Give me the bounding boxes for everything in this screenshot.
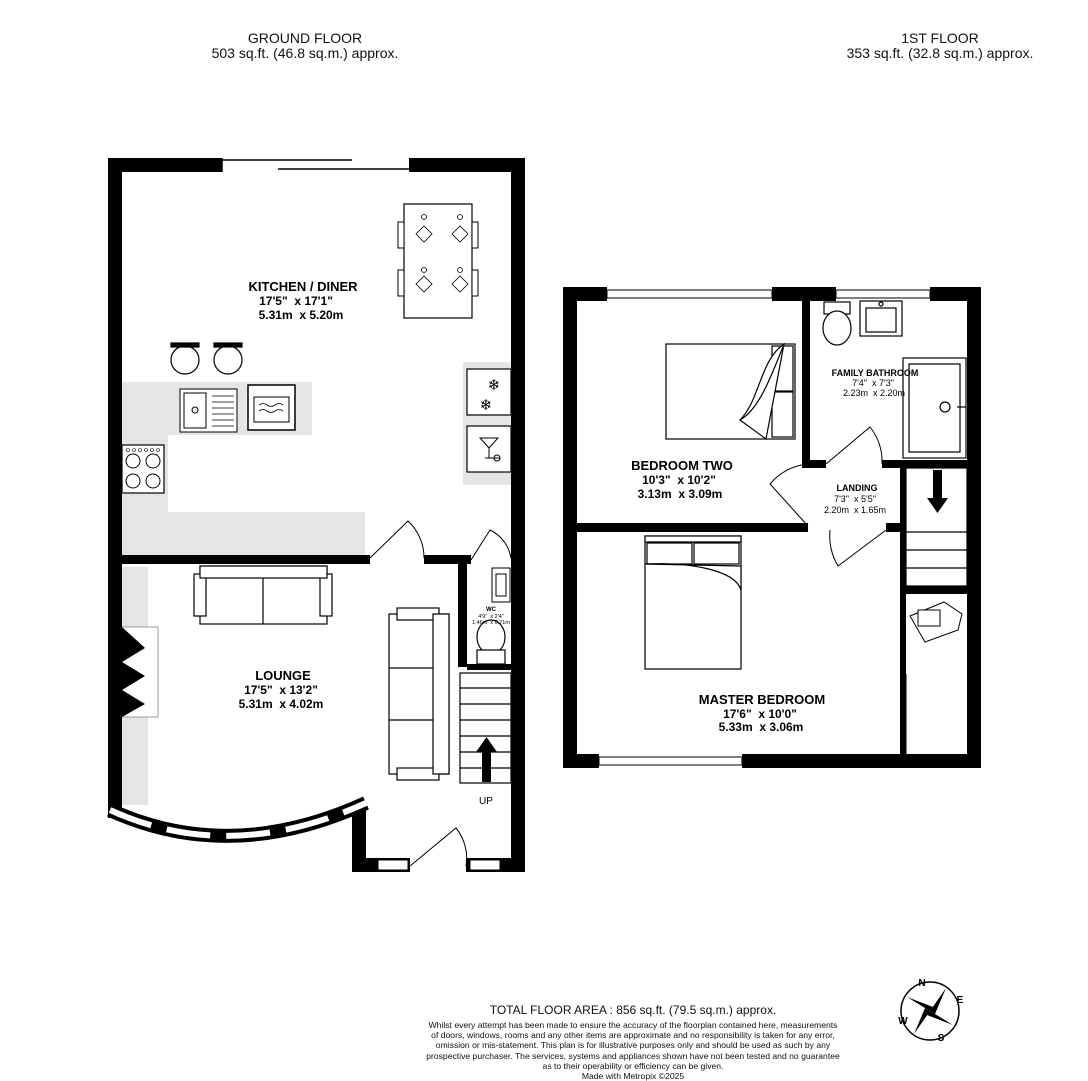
bath-basin-icon xyxy=(859,300,903,337)
shower-icon xyxy=(902,357,967,459)
ground-floor-area: 503 sq.ft. (46.8 sq.m.) approx. xyxy=(211,45,399,61)
stairs-up-label: UP xyxy=(479,796,493,807)
ground-doors xyxy=(369,520,512,867)
master-bed xyxy=(644,535,742,670)
kitchen-sink xyxy=(179,388,238,433)
master-bedroom-imperial: 17'6" x 10'0" xyxy=(723,707,797,721)
bathroom-metric: 2.23m x 2.20m xyxy=(843,388,905,398)
ground-floor-title: GROUND FLOOR xyxy=(247,30,363,46)
wc-name: WC xyxy=(486,607,497,613)
wc-toilet-icon xyxy=(476,619,506,665)
first-floor-header: 1ST FLOOR 353 sq.ft. (32.8 sq.m.) approx… xyxy=(820,31,1060,61)
bath-toilet-icon xyxy=(822,301,852,346)
first-floor-area: 353 sq.ft. (32.8 sq.m.) approx. xyxy=(846,45,1034,61)
wc-metric: 1.46m x 0.71m xyxy=(472,620,510,626)
landing-imperial: 7'3" x 5'5" xyxy=(834,494,876,504)
credit: Made with Metropix ©2025 xyxy=(581,1071,685,1081)
fireplace xyxy=(122,627,145,717)
kitchen-imperial: 17'5" x 17'1" xyxy=(259,294,333,308)
sliding-door xyxy=(221,158,409,172)
svg-text:❄: ❄ xyxy=(480,397,493,414)
stairs-up-arrow-icon xyxy=(476,737,497,782)
master-bedroom-metric: 5.33m x 3.06m xyxy=(719,720,804,734)
lounge-imperial: 17'5" x 13'2" xyxy=(244,683,318,697)
stairs-down-arrow-icon xyxy=(927,470,948,513)
compass-e: E xyxy=(957,995,964,1006)
front-window-left xyxy=(377,859,409,871)
master-bedroom-name: MASTER BEDROOM xyxy=(699,692,825,707)
wine-cooler-icon xyxy=(466,425,512,473)
svg-text:❄: ❄ xyxy=(488,377,501,394)
disclaimer-line: of doors, windows, rooms and any other i… xyxy=(431,1030,835,1041)
disclaimer-line: Whilst every attempt has been made to en… xyxy=(428,1020,838,1030)
bathroom-name: FAMILY BATHROOM xyxy=(832,368,919,378)
footer: TOTAL FLOOR AREA : 856 sq.ft. (79.5 sq.m… xyxy=(410,1003,856,1081)
lounge-name: LOUNGE xyxy=(255,668,311,683)
microwave-icon xyxy=(247,384,296,431)
bedroom-two-imperial: 10'3" x 10'2" xyxy=(642,473,716,487)
cupboard xyxy=(905,601,963,754)
disclaimer-line: omission or mis-statement. This plan is … xyxy=(435,1040,831,1051)
dining-table xyxy=(397,203,479,319)
ground-floor-header: GROUND FLOOR 503 sq.ft. (46.8 sq.m.) app… xyxy=(180,31,430,61)
lounge-metric: 5.31m x 4.02m xyxy=(239,697,324,711)
total-floor-area: TOTAL FLOOR AREA : 856 sq.ft. (79.5 sq.m… xyxy=(489,1003,777,1017)
disclaimer: Whilst every attempt has been made to en… xyxy=(410,1020,856,1081)
bed-two xyxy=(665,342,796,441)
first-doors xyxy=(769,426,887,567)
kitchen-metric: 5.31m x 5.20m xyxy=(259,308,344,322)
bar-stools xyxy=(170,342,243,375)
first-floor-plan: BEDROOM TWO 10'3" x 10'2" 3.13m x 3.09m … xyxy=(563,287,981,768)
bathroom-imperial: 7'4" x 7'3" xyxy=(852,378,894,388)
bedroom-two-name: BEDROOM TWO xyxy=(631,458,733,473)
sofa-top xyxy=(193,565,333,625)
ground-floor-plan: ❄ ❄ xyxy=(107,158,525,872)
sofa-right xyxy=(388,607,450,781)
compass-s: S xyxy=(938,1033,945,1044)
bay-window xyxy=(108,800,368,839)
first-windows xyxy=(598,289,931,766)
first-walls xyxy=(563,287,981,768)
landing-metric: 2.20m x 1.65m xyxy=(824,505,886,515)
compass-icon: N E S W xyxy=(898,978,963,1044)
disclaimer-line: as to their operability or efficiency ca… xyxy=(542,1060,724,1071)
wc-basin-icon xyxy=(491,567,511,603)
compass-w: W xyxy=(898,1016,908,1027)
hob-icon xyxy=(121,444,165,494)
compass-n: N xyxy=(918,978,925,989)
kitchen-name: KITCHEN / DINER xyxy=(248,279,358,294)
freezer-icon: ❄ ❄ xyxy=(466,368,512,416)
front-window-right xyxy=(469,859,501,871)
bedroom-two-metric: 3.13m x 3.09m xyxy=(638,487,723,501)
landing-name: LANDING xyxy=(837,483,878,493)
disclaimer-line: prospective purchaser. The services, sys… xyxy=(426,1050,840,1061)
first-floor-title: 1ST FLOOR xyxy=(901,30,979,46)
wc-imperial: 4'9" x 2'4" xyxy=(478,614,504,620)
